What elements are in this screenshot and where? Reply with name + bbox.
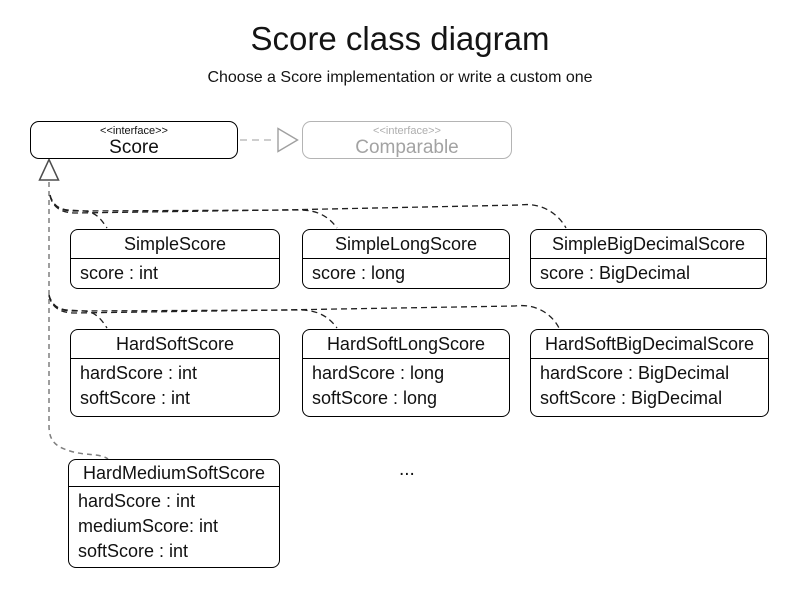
interface-comparable-stereotype: <<interface>>: [373, 125, 441, 137]
class-hardsoftscore: HardSoftScore hardScore : int softScore …: [70, 329, 280, 417]
edge-hardsoftscore: [48, 294, 108, 329]
class-attributes: score : long: [303, 259, 509, 286]
class-attribute: hardScore : int: [78, 491, 196, 511]
class-name: SimpleLongScore: [303, 230, 509, 259]
class-name: HardSoftBigDecimalScore: [531, 330, 768, 359]
class-attribute: softScore : int: [78, 541, 189, 561]
class-attribute: hardScore : long: [312, 363, 445, 383]
class-hardsoftlongscore: HardSoftLongScore hardScore : long softS…: [302, 329, 510, 417]
class-name: HardSoftScore: [71, 330, 279, 359]
class-name: HardMediumSoftScore: [69, 460, 279, 487]
interface-score-stereotype: <<interface>>: [100, 125, 168, 137]
class-attribute: hardScore : int: [80, 363, 198, 383]
class-attributes: hardScore : int mediumScore: int softSco…: [69, 487, 279, 564]
class-attributes: hardScore : long softScore : long: [303, 359, 509, 411]
class-hardsoftbigdecimalscore: HardSoftBigDecimalScore hardScore : BigD…: [530, 329, 769, 417]
comparable-arrowhead-icon: [277, 127, 299, 153]
class-simplebigdecimalscore: SimpleBigDecimalScore score : BigDecimal: [530, 229, 767, 289]
edge-simplelongscore: [49, 194, 338, 229]
page-subtitle: Choose a Score implementation or write a…: [207, 69, 593, 86]
interface-score-name: Score: [109, 137, 159, 158]
edge-hardmediumsoftscore: [48, 182, 109, 460]
class-attributes: hardScore : BigDecimal softScore : BigDe…: [531, 359, 768, 411]
interface-score: <<interface>> Score: [30, 121, 238, 159]
class-simplelongscore: SimpleLongScore score : long: [302, 229, 510, 289]
edge-hardsoftlongscore: [48, 294, 338, 329]
class-attribute: score : int: [80, 263, 159, 283]
class-attribute: score : long: [312, 263, 406, 283]
class-attribute: softScore : int: [80, 388, 191, 408]
class-name: HardSoftLongScore: [303, 330, 509, 359]
page-title: Score class diagram: [250, 20, 550, 57]
class-name: SimpleBigDecimalScore: [531, 230, 766, 259]
class-attributes: score : BigDecimal: [531, 259, 766, 286]
class-hardmediumsoftscore: HardMediumSoftScore hardScore : int medi…: [68, 459, 280, 568]
class-attribute: mediumScore: int: [78, 516, 219, 536]
class-attribute: softScore : BigDecimal: [540, 388, 723, 408]
class-attributes: hardScore : int softScore : int: [71, 359, 279, 411]
score-realization-arrowhead-icon: [38, 157, 60, 181]
class-attribute: hardScore : BigDecimal: [540, 363, 730, 383]
more-implementations-ellipsis: ...: [399, 459, 415, 480]
edge-hardsoftbigdecimalscore: [48, 295, 560, 329]
class-simplescore: SimpleScore score : int: [70, 229, 280, 289]
class-attribute: softScore : long: [312, 388, 438, 408]
interface-comparable-name: Comparable: [355, 137, 459, 158]
interface-comparable: <<interface>> Comparable: [302, 121, 512, 159]
edge-simplebigdecimalscore: [49, 195, 567, 229]
class-attribute: score : BigDecimal: [540, 263, 691, 283]
class-name: SimpleScore: [71, 230, 279, 259]
class-attributes: score : int: [71, 259, 279, 286]
